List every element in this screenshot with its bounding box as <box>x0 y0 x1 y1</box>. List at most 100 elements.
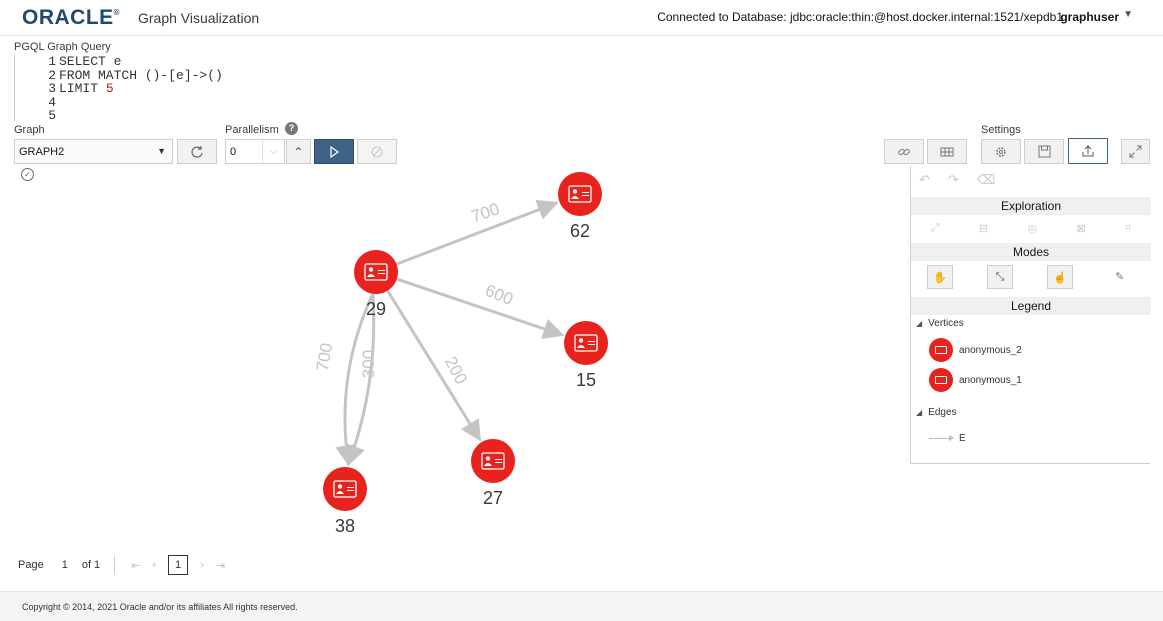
legend-edge-item[interactable]: E <box>929 431 966 445</box>
play-icon <box>330 145 340 158</box>
upload-icon <box>1082 145 1094 157</box>
graph-edge[interactable] <box>386 289 482 442</box>
graph-edge[interactable] <box>396 199 559 266</box>
query-label: PGQL Graph Query <box>14 41 111 53</box>
edit-icon[interactable]: ✎ <box>1115 271 1125 283</box>
select-mode-button[interactable]: ☝ <box>1047 265 1073 289</box>
shrink-icon: ⤡ <box>995 270 1005 283</box>
editor-line[interactable]: 5 <box>48 108 56 123</box>
pager: Page 1 of 1 ⇤ ‹ 1 › ⇥ <box>18 554 231 576</box>
graph-node[interactable]: 15 <box>564 321 608 390</box>
last-page-icon[interactable]: ⇥ <box>215 559 225 572</box>
node-label: 27 <box>483 488 503 508</box>
parallelism-input[interactable]: 0⌵ <box>225 139 285 164</box>
fullscreen-button[interactable] <box>1121 139 1150 164</box>
node-circle[interactable] <box>471 439 515 483</box>
shrink-mode-button[interactable]: ⤡ <box>987 265 1013 289</box>
refresh-button[interactable] <box>177 139 217 164</box>
nodes-layer: 29 62 15 27 38 <box>323 172 608 536</box>
modes-header: Modes <box>911 243 1151 261</box>
cancel-icon <box>371 146 383 157</box>
refresh-icon <box>191 145 203 158</box>
expand-icon[interactable]: ⤢ <box>930 221 940 234</box>
edge-label: 700 <box>469 199 502 226</box>
copyright-text: Copyright © 2014, 2021 Oracle and/or its… <box>22 602 298 612</box>
select-group-icon[interactable]: ⊠ <box>1076 222 1086 235</box>
user-menu[interactable]: graphuser <box>1060 10 1119 24</box>
node-label: 62 <box>570 221 590 241</box>
legend-vertex-item[interactable]: anonymous_1 <box>929 368 1022 392</box>
undo-icon[interactable]: ↶ <box>919 172 930 187</box>
first-page-icon[interactable]: ⇤ <box>131 559 141 572</box>
page-number-input[interactable]: 1 <box>61 559 68 571</box>
caret-down-icon: ▼ <box>157 146 166 156</box>
vertex-swatch-icon <box>929 368 953 392</box>
edge-label: 700 <box>313 341 337 372</box>
edges-tree-toggle[interactable]: ◢Edges <box>916 407 957 418</box>
graph-edge[interactable] <box>335 293 375 467</box>
eraser-icon[interactable]: ⌫ <box>976 172 996 187</box>
pan-mode-button[interactable]: ✋ <box>927 265 953 289</box>
editor-line[interactable]: 4 <box>48 94 56 110</box>
cancel-query-button[interactable] <box>357 139 397 164</box>
oracle-logo: ORACLE® <box>22 6 121 29</box>
table-icon <box>940 147 954 156</box>
next-page-icon[interactable]: › <box>200 559 204 571</box>
hand-icon: ✋ <box>933 271 947 284</box>
link-button[interactable] <box>884 139 924 164</box>
layout-icon[interactable]: ⌗ <box>1125 221 1132 234</box>
redo-icon[interactable]: ↷ <box>947 172 959 187</box>
node-circle[interactable] <box>558 172 602 216</box>
help-icon[interactable]: ? <box>285 122 298 135</box>
contact-card-icon <box>574 334 598 352</box>
contact-card-icon <box>364 263 388 281</box>
side-panel: ↶ ↷ ⌫ Exploration ⤢ ⊟ ◎ ⊠ ⌗ Modes ✋ ⤡ ☝ … <box>910 166 1151 464</box>
connection-status: Connected to Database: jdbc:oracle:thin:… <box>657 10 1063 24</box>
legend-vertex-item[interactable]: anonymous_2 <box>929 338 1022 362</box>
parallelism-increment-button[interactable]: ⌃ <box>286 139 311 164</box>
graph-select[interactable]: GRAPH2▼ <box>14 139 173 164</box>
prev-page-icon[interactable]: ‹ <box>152 559 157 571</box>
node-circle[interactable] <box>354 250 398 294</box>
export-button[interactable] <box>1068 138 1108 164</box>
chevron-down-icon[interactable]: ▼ <box>1123 9 1133 20</box>
vertices-tree-toggle[interactable]: ◢Vertices <box>916 318 964 329</box>
focus-icon[interactable]: ◎ <box>1027 222 1038 235</box>
graph-node[interactable]: 29 <box>354 250 398 319</box>
save-icon <box>1038 145 1050 158</box>
page-count: of 1 <box>81 559 101 571</box>
edge-label: 300 <box>359 350 378 378</box>
save-button[interactable] <box>1024 139 1064 164</box>
chevron-down-icon[interactable]: ⌵ <box>262 140 284 163</box>
caret-down-icon: ◢ <box>916 319 923 328</box>
legend-header: Legend <box>911 297 1151 315</box>
exploration-header: Exploration <box>911 197 1151 215</box>
modes-toolbar: ✋ ⤡ ☝ ✎ <box>911 265 1151 291</box>
run-query-button[interactable] <box>314 139 354 164</box>
graph-node[interactable]: 27 <box>471 439 515 508</box>
edge-swatch-icon <box>929 434 954 441</box>
table-view-button[interactable] <box>927 139 967 164</box>
gear-icon <box>996 146 1006 157</box>
node-circle[interactable] <box>323 467 367 511</box>
history-toolbar: ↶ ↷ ⌫ <box>911 166 1151 194</box>
collapse-icon[interactable]: ⊟ <box>978 222 989 235</box>
current-page-button[interactable]: 1 <box>168 555 189 575</box>
contact-card-icon <box>333 480 357 498</box>
contact-card-icon <box>568 185 592 203</box>
graph-node[interactable]: 38 <box>323 467 367 536</box>
graph-edge[interactable] <box>396 277 565 339</box>
graph-node[interactable]: 62 <box>558 172 602 241</box>
page-label: Page <box>18 559 44 571</box>
node-circle[interactable] <box>564 321 608 365</box>
settings-button[interactable] <box>981 139 1021 164</box>
graph-label: Graph <box>14 124 45 136</box>
node-label: 29 <box>366 299 386 319</box>
check-circle-icon: ✓ <box>21 168 34 181</box>
